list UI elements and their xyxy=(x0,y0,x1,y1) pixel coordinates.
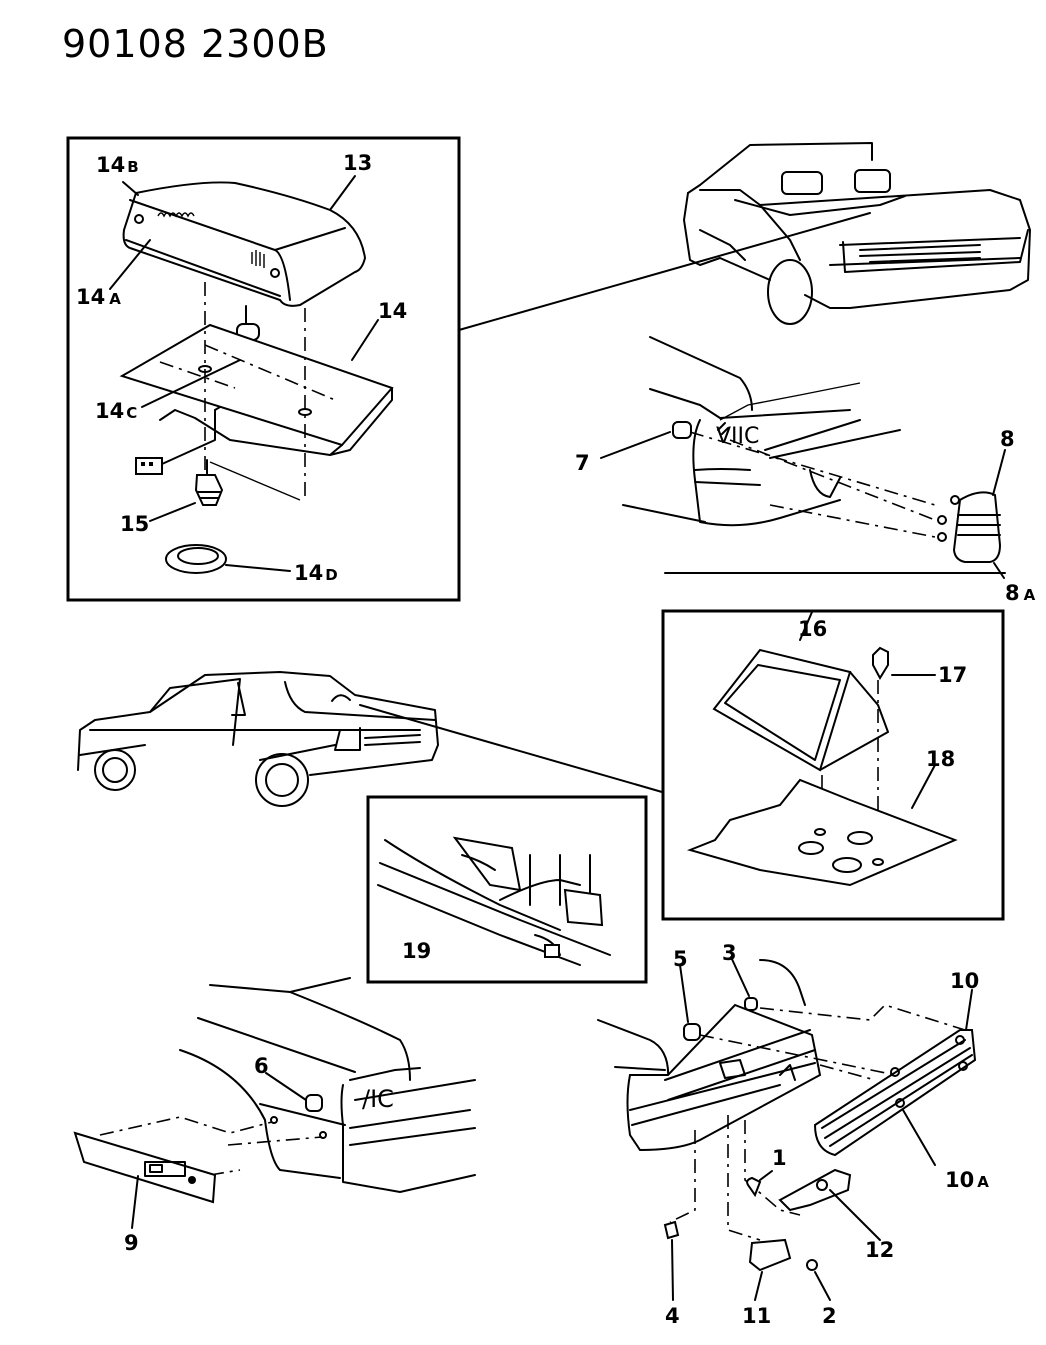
connector xyxy=(135,409,216,475)
callout-2: 2 xyxy=(822,1304,837,1328)
inset-frame xyxy=(661,609,1005,921)
nut-6 xyxy=(305,1094,323,1112)
nut-5 xyxy=(683,1023,701,1041)
lamp-housing xyxy=(122,181,367,307)
svg-text:VIIC: VIIC xyxy=(716,424,759,449)
nut-7 xyxy=(672,421,692,439)
callout-15: 15 xyxy=(120,512,149,536)
inset-frame xyxy=(366,795,648,984)
callout-4: 4 xyxy=(665,1304,680,1328)
coupe-car xyxy=(77,671,439,807)
callout-6: 6 xyxy=(254,1054,269,1078)
callout-12: 12 xyxy=(865,1238,894,1262)
bumper-strip-10a xyxy=(813,1029,977,1157)
gasket xyxy=(165,544,227,574)
callout-13: 13 xyxy=(343,151,372,175)
callout-1: 1 xyxy=(772,1146,787,1170)
callout-3: 3 xyxy=(722,941,737,965)
inset-leader xyxy=(458,212,871,331)
callout-9: 9 xyxy=(124,1231,139,1255)
callout-16: 16 xyxy=(798,617,827,641)
callout-17: 17 xyxy=(938,663,967,687)
rear-quarter-detail: /IC xyxy=(73,977,476,1229)
callout-8: 8 xyxy=(1000,427,1015,451)
callout-14: 14 xyxy=(378,299,407,323)
inset-frame xyxy=(66,136,461,602)
screw-1 xyxy=(746,1176,762,1198)
callout-18: 18 xyxy=(926,747,955,771)
nut-3 xyxy=(744,997,758,1011)
clip-4 xyxy=(663,1220,680,1240)
callout-7: 7 xyxy=(575,451,590,475)
screw-2 xyxy=(806,1259,818,1271)
socket-11 xyxy=(748,1238,792,1272)
callout-19: 19 xyxy=(402,939,431,963)
inset-wiring xyxy=(366,795,648,984)
convertible-car xyxy=(683,142,1031,325)
inset-convertible-lamp xyxy=(66,136,461,602)
svg-text:/IC: /IC xyxy=(362,1085,394,1113)
callout-11: 11 xyxy=(742,1304,771,1328)
mounting-panel-18 xyxy=(686,778,958,887)
tail-lamp-8 xyxy=(952,491,1002,563)
screw-17 xyxy=(872,646,889,681)
inset-coupe-lamp xyxy=(661,609,1005,921)
callout-10: 10 xyxy=(950,969,979,993)
bracket-12 xyxy=(778,1168,852,1212)
mounting-plate xyxy=(119,323,394,456)
callout-5: 5 xyxy=(673,947,688,971)
rear-tail-detail: VIIC xyxy=(600,336,1006,579)
coupe-leader xyxy=(359,704,663,793)
bumper-detail xyxy=(597,956,977,1301)
diagram-id: 90108 2300B xyxy=(62,22,329,66)
bulb-socket xyxy=(194,459,224,506)
